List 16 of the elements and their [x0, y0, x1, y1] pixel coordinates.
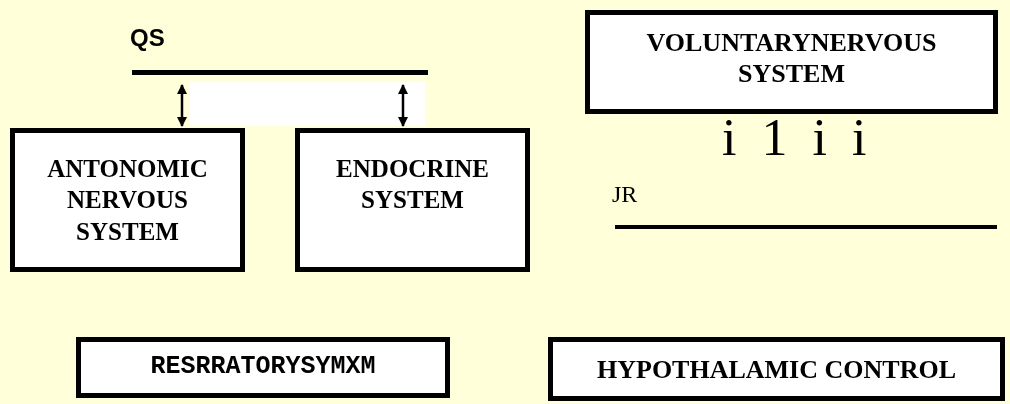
text-label: JR — [612, 182, 638, 206]
text-label: QS — [130, 26, 165, 50]
horizontal-bar — [132, 70, 428, 75]
box-label: HYPOTHALAMIC CONTROL — [597, 354, 956, 386]
text-label: i 1 i i — [722, 112, 873, 164]
box-label: VOLUNTARYNERVOUS SYSTEM — [645, 27, 938, 90]
system-box — [548, 337, 1005, 401]
double-arrow — [177, 84, 187, 127]
box-label: ENDOCRINE SYSTEM — [335, 154, 490, 216]
double-arrow — [398, 84, 408, 127]
box-label: RESRRATORYSYMXM — [150, 352, 376, 382]
system-box — [10, 128, 245, 272]
box-label: ANTONOMIC NERVOUS SYSTEM — [46, 154, 209, 247]
system-box — [585, 10, 998, 114]
system-box — [295, 128, 530, 272]
system-box — [76, 337, 450, 398]
